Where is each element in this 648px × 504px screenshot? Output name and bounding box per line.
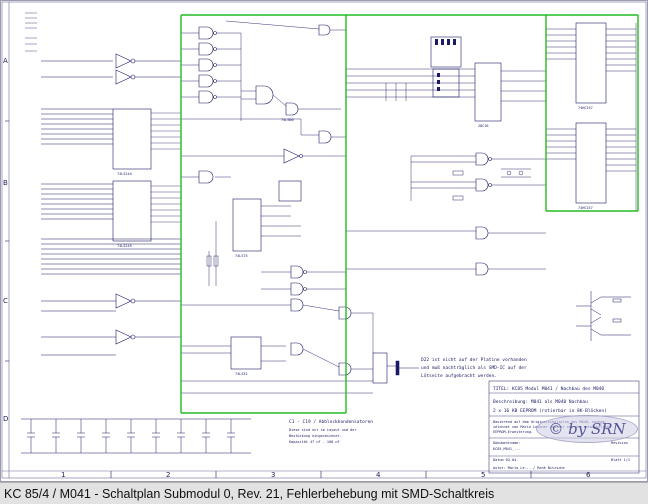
chip-label-gate: 74LS00 bbox=[281, 118, 294, 122]
cap-note-line-4: Kapazität 47 nF - 100 nF bbox=[289, 440, 340, 444]
title-block-desc: 2 x 16 KB EEPROM (rotierbar in 8K-Blöcke… bbox=[493, 408, 607, 414]
cap-note-line-2: Diese sind nur im Layout und der bbox=[289, 428, 356, 432]
chip-label-mux: 74LS32 bbox=[235, 372, 248, 376]
col-label-6: 6 bbox=[586, 471, 591, 479]
title-block-basis-3: EEPROM-Erweiterung. bbox=[493, 430, 533, 434]
col-label-5: 5 bbox=[481, 471, 485, 479]
title-block-author: Autor: Mario Le... / René Nitzsche bbox=[493, 466, 565, 470]
copyright-watermark: © by SRN bbox=[536, 415, 638, 443]
chip-label-left-b: 74LS245 bbox=[117, 244, 132, 248]
row-label-b: B bbox=[3, 179, 8, 187]
title-block-desc-label: Beschreibung: M041 als M040 Nachbau bbox=[493, 399, 588, 405]
cap-note-line-3: Bestückung eingezeichnet. bbox=[289, 434, 342, 438]
image-caption: KC 85/4 / M041 - Schaltplan Submodul 0, … bbox=[0, 482, 648, 504]
col-label-1: 1 bbox=[61, 471, 65, 479]
chip-label-mux-b: 74HC157 bbox=[578, 206, 593, 210]
col-label-3: 3 bbox=[271, 471, 275, 479]
chip-label-left-a: 74LS244 bbox=[117, 172, 132, 176]
title-block-title: TITEL: KC85 Modul M041 / Nachbau des M04… bbox=[493, 386, 604, 392]
cap-note-line-1: C1 - C19 / Abblockkondensatoren bbox=[289, 419, 373, 425]
title-block-doc: KC85_M041_... bbox=[493, 447, 520, 451]
chip-label-eeprom: 28C16 bbox=[478, 124, 489, 128]
chip-label-latch: 74LS75 bbox=[235, 254, 248, 258]
smd-note-line-1: D22 ist nicht auf der Platine vorhanden bbox=[421, 357, 527, 363]
title-block-date: Datum 03.04. bbox=[493, 458, 518, 462]
title-block-sheet: Blatt 1/1 bbox=[611, 458, 630, 462]
col-label-4: 4 bbox=[376, 471, 381, 479]
chip-label-mux-a: 74HC157 bbox=[578, 106, 593, 110]
row-label-c: C bbox=[3, 297, 8, 305]
row-label-a: A bbox=[3, 57, 8, 65]
title-block-doc-label: Dokumentname: bbox=[493, 441, 520, 445]
col-label-2: 2 bbox=[166, 471, 170, 479]
schematic-drawing: A B C D 1 2 3 4 5 6 74LS244 74LS245 74LS… bbox=[1, 1, 647, 479]
smd-note-line-2: und muß nachträglich als SMD-IC auf der bbox=[421, 365, 527, 371]
title-block-revision: Revision bbox=[611, 441, 628, 445]
smd-note-line-3: Lötseite aufgebracht werden. bbox=[421, 373, 497, 379]
row-label-d: D bbox=[3, 415, 8, 423]
schematic-frame: A B C D 1 2 3 4 5 6 74LS244 74LS245 74LS… bbox=[0, 0, 648, 482]
